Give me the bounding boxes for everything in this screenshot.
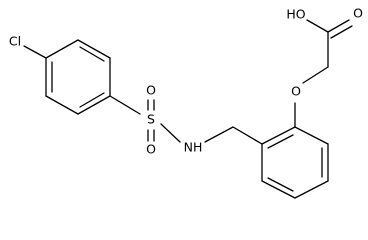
ring2-bond xyxy=(294,180,329,199)
n-ch2-bond xyxy=(204,126,234,143)
ring2-bond xyxy=(294,126,329,145)
ring1-double-bond xyxy=(79,92,105,108)
ring1-bond xyxy=(77,95,111,115)
molecule-drawing: Cl S O O NH O HO O xyxy=(9,6,363,199)
c-s-bond xyxy=(109,95,141,115)
c-oh-bond xyxy=(306,19,329,33)
hydroxyl-group: HO xyxy=(286,7,305,22)
carbonyl-oxygen: O xyxy=(353,6,363,21)
ring1-bond xyxy=(45,95,79,115)
chlorine-atom: Cl xyxy=(9,34,21,49)
c-cl-bond xyxy=(23,45,47,59)
ring2-bond xyxy=(261,126,296,145)
ch2-ring-bond xyxy=(232,126,263,145)
amine-group: NH xyxy=(184,140,203,155)
ring2-double-bond xyxy=(267,134,294,149)
chlorophenyl-ring xyxy=(45,39,111,115)
ring2-double-bond xyxy=(267,177,294,192)
ring2-bond xyxy=(261,180,296,199)
ether-oxygen: O xyxy=(291,84,301,99)
carbonyl-double-bond xyxy=(330,25,353,39)
s-n-bond xyxy=(160,123,181,143)
ring1-bond xyxy=(45,39,79,59)
ring1-double-bond xyxy=(79,46,105,62)
ring1-bond xyxy=(77,39,111,59)
sulfur-atom: S xyxy=(147,112,155,127)
o-ch2-bond xyxy=(302,66,329,84)
sulfonyl-oxygen-bottom: O xyxy=(146,142,156,157)
structure-canvas: Cl S O O NH O HO O xyxy=(9,6,363,199)
carbonyl-double-bond xyxy=(327,19,350,33)
sulfonyl-oxygen-top: O xyxy=(146,83,156,98)
benzene-ring xyxy=(261,126,329,199)
